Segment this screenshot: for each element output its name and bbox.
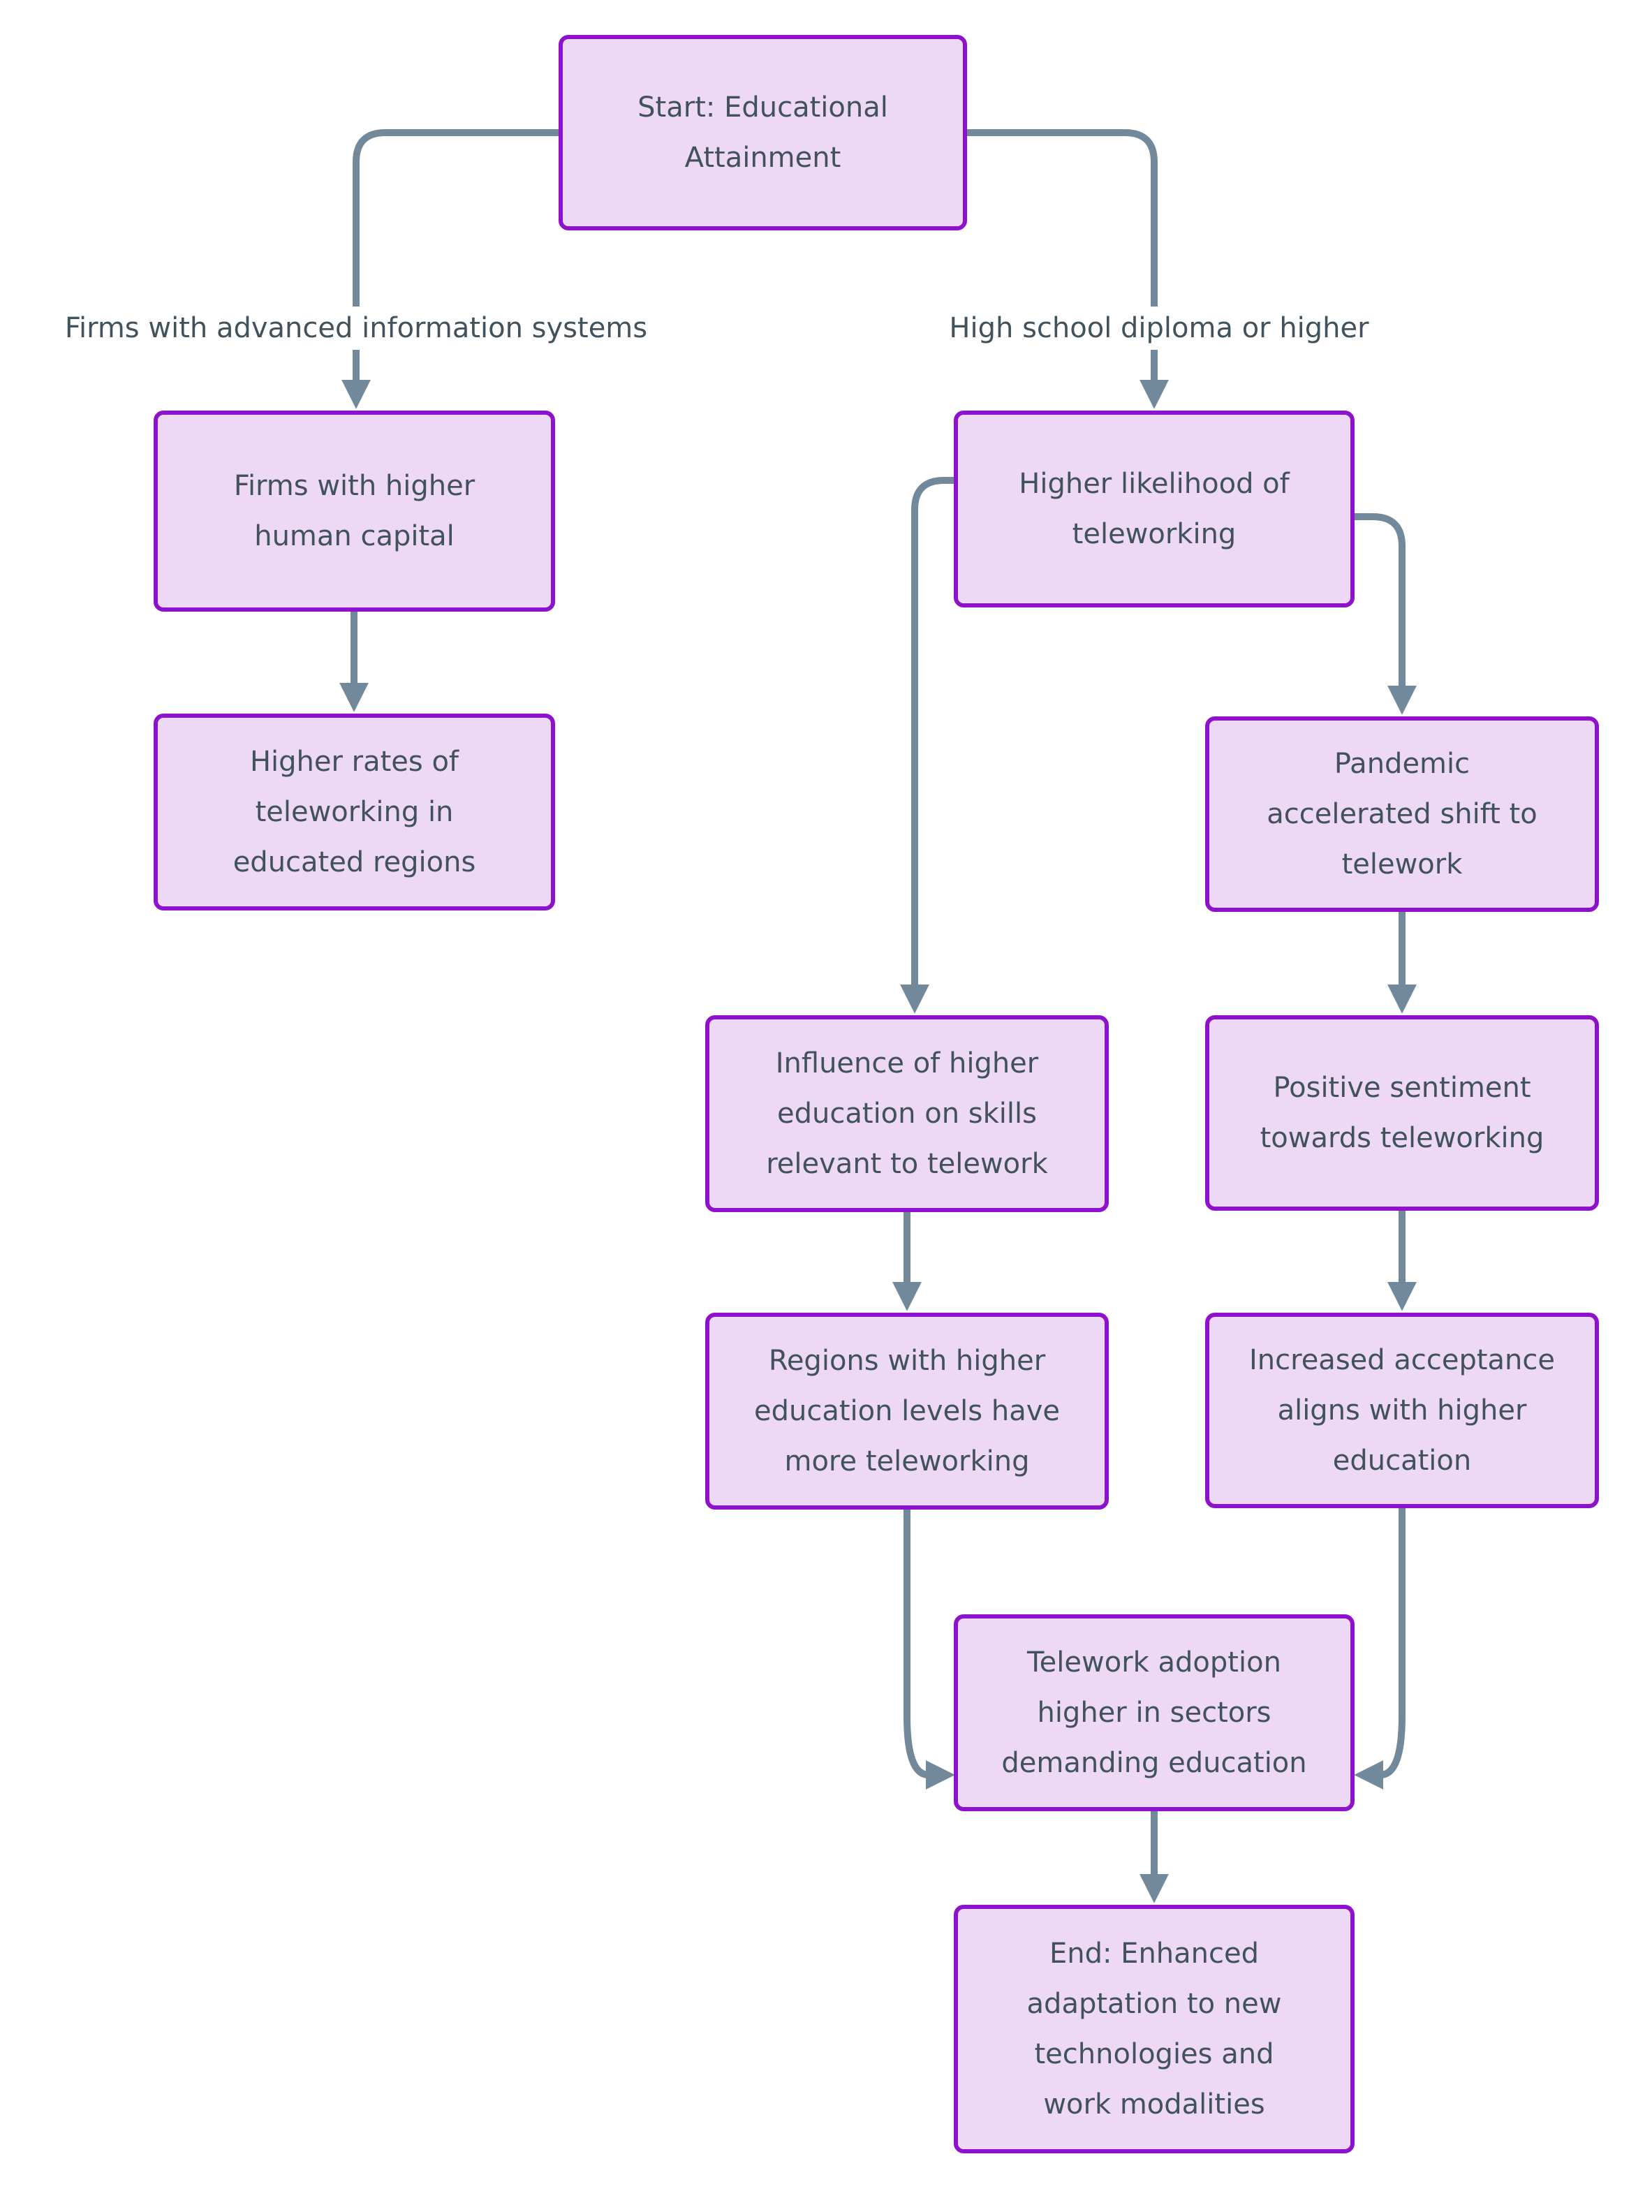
node-telework-adoption-label: Telework adoption higher in sectors dema… bbox=[1001, 1646, 1307, 1779]
edge-label-high-school-diploma-or-higher: High school diploma or higher bbox=[939, 307, 1379, 350]
node-pandemic-label: Pandemic accelerated shift to telework bbox=[1267, 748, 1537, 880]
node-increased-acceptance: Increased acceptance aligns with higher … bbox=[1205, 1313, 1599, 1508]
node-end-label: End: Enhanced adaptation to new technolo… bbox=[1026, 1938, 1282, 2121]
edge-increased-acceptance-to-telework-adoption bbox=[1354, 1508, 1406, 1790]
node-influence: Influence of higher education on skills … bbox=[705, 1015, 1109, 1212]
node-influence-label: Influence of higher education on skills … bbox=[766, 1047, 1048, 1180]
edge-higher-likelihood-to-influence bbox=[900, 477, 954, 1014]
node-regions: Regions with higher education levels hav… bbox=[705, 1313, 1109, 1510]
node-higher-likelihood-label: Higher likelihood of teleworking bbox=[1019, 468, 1290, 550]
edge-start-to-firms-higher-capital bbox=[341, 129, 559, 409]
node-pandemic: Pandemic accelerated shift to telework bbox=[1205, 716, 1599, 912]
node-firms-higher-capital-label: Firms with higher human capital bbox=[233, 470, 475, 552]
node-start: Start: Educational Attainment bbox=[559, 35, 967, 230]
node-firms-higher-capital: Firms with higher human capital bbox=[154, 411, 555, 612]
node-positive-sentiment-label: Positive sentiment towards teleworking bbox=[1260, 1072, 1544, 1154]
node-positive-sentiment: Positive sentiment towards teleworking bbox=[1205, 1015, 1599, 1211]
edge-start-to-higher-likelihood bbox=[967, 129, 1169, 409]
node-higher-rates: Higher rates of teleworking in educated … bbox=[154, 714, 555, 910]
node-higher-rates-label: Higher rates of teleworking in educated … bbox=[233, 746, 476, 878]
node-higher-likelihood: Higher likelihood of teleworking bbox=[954, 411, 1355, 607]
node-start-label: Start: Educational Attainment bbox=[637, 91, 888, 174]
node-regions-label: Regions with higher education levels hav… bbox=[753, 1345, 1060, 1477]
node-telework-adoption: Telework adoption higher in sectors dema… bbox=[954, 1614, 1355, 1811]
edge-higher-likelihood-to-pandemic bbox=[1355, 513, 1417, 715]
node-increased-acceptance-label: Increased acceptance aligns with higher … bbox=[1248, 1344, 1556, 1477]
edge-label-firms-advanced-information-systems: Firms with advanced information systems bbox=[54, 307, 658, 350]
edge-regions-to-telework-adoption bbox=[904, 1510, 955, 1790]
node-end: End: Enhanced adaptation to new technolo… bbox=[954, 1905, 1355, 2153]
